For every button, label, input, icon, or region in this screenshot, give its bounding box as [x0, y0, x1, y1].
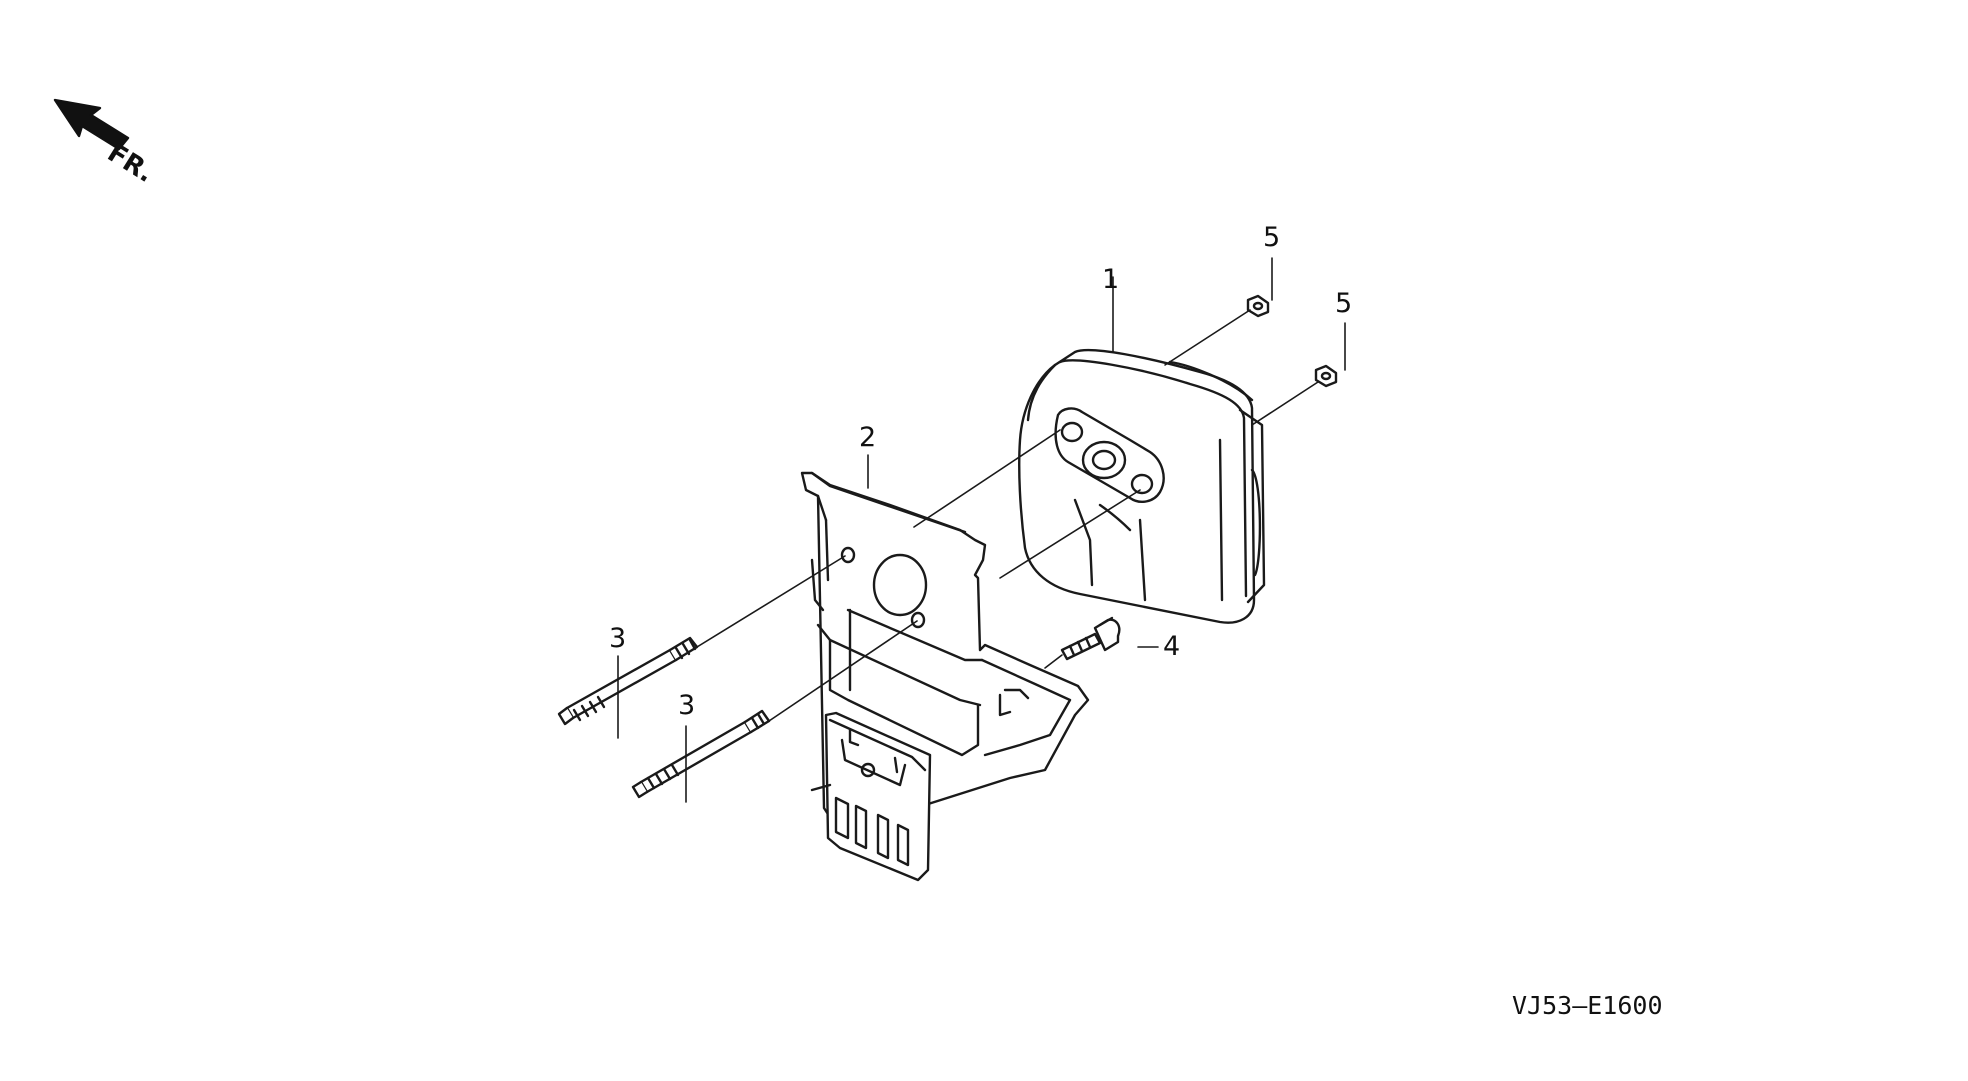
muffler-protector-bracket-icon [800, 471, 1090, 882]
stud-bolt-icon [557, 636, 771, 799]
front-direction-arrow-icon [53, 98, 130, 151]
callout-2: 2 [859, 422, 877, 453]
callout-3: 3 [678, 690, 696, 721]
flange-bolt-icon [1060, 616, 1121, 661]
callout-4: 4 [1163, 631, 1181, 662]
diagram-code: VJ53–E1600 [1512, 991, 1663, 1020]
callout-5: 5 [1263, 222, 1281, 253]
callout-1: 1 [1102, 264, 1120, 295]
callout-5: 5 [1335, 288, 1353, 319]
muffler-icon [1018, 348, 1266, 624]
leader-lines [617, 257, 1346, 803]
callout-3: 3 [609, 623, 627, 654]
flange-nut-icon [1246, 294, 1338, 388]
